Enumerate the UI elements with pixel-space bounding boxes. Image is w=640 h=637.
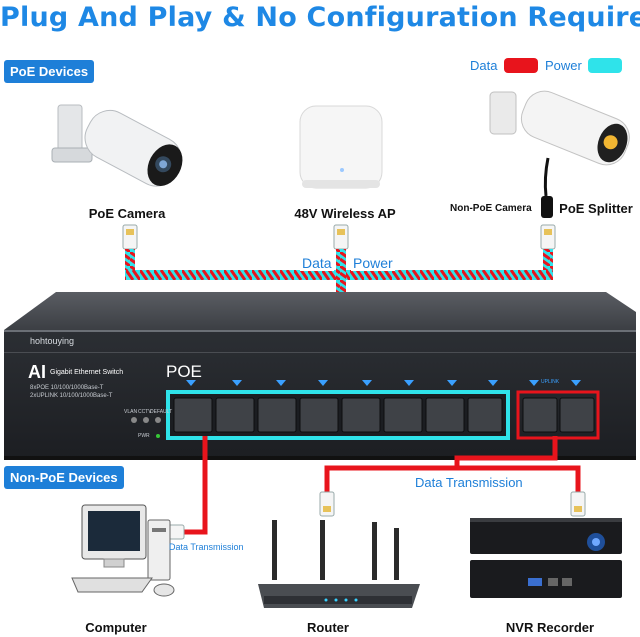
cable-router	[324, 436, 558, 492]
uplink-ports-highlight	[516, 390, 600, 440]
switch-brand: hohtouying	[30, 336, 75, 346]
poe-devices-tag: PoE Devices	[4, 60, 95, 83]
cable-computer	[184, 436, 208, 535]
poe-camera-label: PoE Camera	[88, 206, 166, 221]
nvr-label: NVR Recorder	[505, 620, 595, 635]
rj45-plug-left	[122, 224, 138, 250]
switch-default-label: DEFAULT	[150, 409, 173, 415]
cable-splitter-down	[543, 249, 553, 274]
switch-cctv-label: CCTV	[138, 409, 152, 415]
switch-poe: POE	[166, 362, 202, 381]
non-poe-camera-illustration	[489, 90, 630, 218]
wireless-ap-illustration	[299, 105, 383, 189]
computer-label: Computer	[85, 620, 147, 635]
router-illustration	[258, 520, 420, 608]
rj45-plug-router	[319, 491, 335, 517]
data-transmission-label: Data Transmission	[415, 475, 523, 490]
nvr-illustration	[470, 518, 622, 598]
legend-power-label: Power	[545, 58, 582, 73]
page-title: Plug And Play & No Configuration Require…	[0, 2, 640, 33]
legend-data-label: Data	[470, 58, 498, 73]
cable-nvr	[457, 465, 581, 492]
rj45-plug-right	[540, 224, 556, 250]
router-label: Router	[307, 620, 349, 635]
data-transmission-computer-label: Data Transmission	[169, 542, 244, 552]
switch-uplink-label: UPLINK	[541, 379, 560, 385]
switch-vlan-label: VLAN	[124, 409, 138, 415]
non-poe-devices-tag: Non-PoE Devices	[4, 466, 124, 489]
legend-power-swatch	[588, 58, 622, 73]
switch-illustration	[4, 292, 636, 460]
non-poe-camera-label: Non-PoE Camera	[450, 203, 532, 214]
wireless-ap-label: 48V Wireless AP	[294, 206, 396, 221]
rj45-plug-nvr	[570, 491, 586, 517]
cable-data-label: Data	[300, 255, 334, 271]
switch-spec-2: 2xUPLINK 10/100/1000Base-T	[30, 393, 113, 399]
cable-poe-camera-down	[125, 249, 135, 274]
poe-splitter-label: PoE Splitter	[559, 201, 633, 216]
switch-spec-1: 8xPOE 10/100/1000Base-T	[30, 385, 104, 391]
cable-power-label: Power	[351, 255, 395, 271]
computer-illustration	[71, 504, 175, 597]
legend-data-swatch	[504, 58, 538, 73]
switch-model-desc: Gigabit Ethernet Switch	[50, 369, 124, 376]
switch-ai: AI	[28, 362, 46, 382]
rj45-plug-center	[333, 224, 349, 250]
poe-camera-illustration	[51, 104, 183, 187]
switch-pwr-label: PWR	[138, 433, 150, 439]
